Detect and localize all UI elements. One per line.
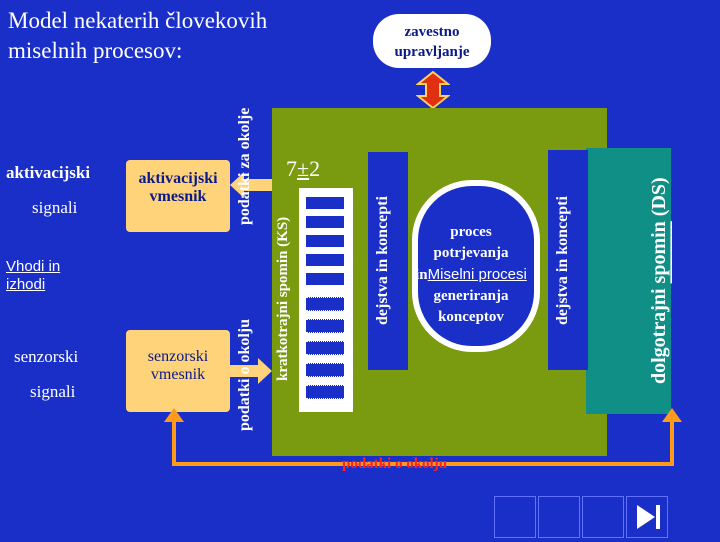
nav-button-3[interactable] <box>582 496 624 538</box>
stm-slot <box>306 341 344 355</box>
process-line5: konceptov <box>438 309 504 325</box>
stm-slot <box>306 273 344 285</box>
process-line1: proces <box>450 224 492 240</box>
activation-buffer-line1: aktivacijski <box>138 170 218 187</box>
sensor-sub: signali <box>30 382 76 401</box>
control-line1: zavestno <box>404 24 460 40</box>
process-line2: potrjevanja <box>433 245 509 261</box>
ltm-label-suffix: (DS) <box>648 177 670 222</box>
stm-capacity-plus: 2 <box>309 156 321 181</box>
loop-bottom-segment <box>172 462 674 466</box>
data-to-env-label: podatki za okolje <box>236 108 253 226</box>
stm-slot <box>306 254 344 266</box>
long-term-memory-panel <box>586 148 671 414</box>
stm-slot <box>306 385 344 399</box>
process-ring <box>412 180 540 352</box>
sensor-buffer-line1: senzorski <box>147 348 209 365</box>
loop-arrow-up-right-icon <box>662 408 682 422</box>
page-title: Model nekaterih človekovih miselnih proc… <box>8 8 268 63</box>
control-pill: zavestno upravljanje <box>373 14 491 68</box>
activation-buffer: aktivacijski vmesnik <box>126 160 230 232</box>
process-line4: generiranja <box>433 288 509 304</box>
bottom-label: podatki o okolju <box>342 456 448 472</box>
mental-processes-link[interactable]: Miselni procesi <box>427 266 527 283</box>
control-line2: upravljanje <box>394 44 470 60</box>
actions-right-label: dejstva in koncepti <box>554 196 571 326</box>
activation-label: aktivacijski <box>6 163 91 182</box>
ltm-link[interactable]: spomin <box>648 221 670 284</box>
actions-column-left <box>368 152 408 370</box>
loop-arrow-up-icon <box>164 408 184 422</box>
nav-button-1[interactable] <box>494 496 536 538</box>
stm-capacity-value: 7 <box>286 156 297 181</box>
io-link[interactable]: Vhodi in izhodi <box>6 258 61 293</box>
actions-column-right <box>548 150 588 370</box>
process-text: proces potrjevanja inMiselni procesi gen… <box>398 222 544 328</box>
stm-box <box>299 188 353 412</box>
ltm-label: dolgotrajni spomin (DS) <box>648 150 674 412</box>
stm-label: kratkotrajni spomin (KS) <box>275 216 291 382</box>
arrow-left-icon <box>230 172 272 198</box>
stm-slot <box>306 363 344 377</box>
process-prefix: in <box>415 267 428 283</box>
stm-capacity: 7±2 <box>286 156 320 182</box>
nav-button-next[interactable] <box>626 496 668 538</box>
activation-sub: signali <box>32 198 78 217</box>
ltm-label-prefix: dolgotrajni <box>648 283 670 385</box>
stm-slot <box>306 297 344 311</box>
loop-left-segment <box>172 414 176 466</box>
arrow-right-icon <box>230 358 272 384</box>
stm-plus-minus: ± <box>297 156 310 181</box>
stm-slot <box>306 216 344 228</box>
sensor-buffer: senzorski vmesnik <box>126 330 230 412</box>
data-from-env-label: podatki o okolju <box>236 318 253 432</box>
sensor-label: senzorski <box>14 347 79 366</box>
double-arrow-icon <box>416 70 450 110</box>
nav-button-2[interactable] <box>538 496 580 538</box>
sensor-buffer-line2: vmesnik <box>150 366 206 383</box>
next-slide-icon <box>637 505 660 529</box>
stm-slot <box>306 319 344 333</box>
loop-right-segment <box>670 414 674 466</box>
activation-buffer-line2: vmesnik <box>149 188 207 205</box>
process-line3: inMiselni procesi <box>398 264 544 286</box>
stm-slot <box>306 235 344 247</box>
stm-slot <box>306 197 344 209</box>
